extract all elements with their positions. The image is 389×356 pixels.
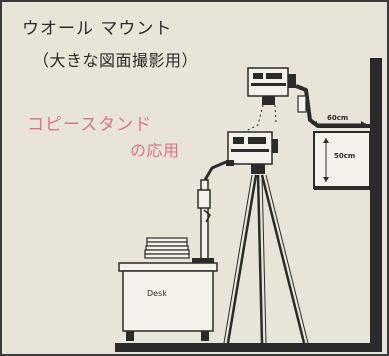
floor <box>115 343 382 352</box>
dimension-horizontal-label: 60cm <box>327 114 349 122</box>
copy-stand-title: コピースタンド <box>27 115 153 135</box>
wall <box>370 58 382 350</box>
wall-mount-arm <box>295 84 370 128</box>
desk <box>118 262 218 341</box>
wall-camera <box>247 67 296 105</box>
copy-stand-column <box>192 160 227 263</box>
desk-label: Desk <box>147 289 167 298</box>
wall-mount-subtitle: （大きな図面撮影用） <box>33 51 199 70</box>
dimension-vertical-label: 50cm <box>334 152 356 160</box>
copy-stand-camera <box>226 131 278 174</box>
wall-mount-title: ウオール マウント <box>22 19 173 39</box>
document-stack <box>144 237 190 259</box>
tripod <box>223 174 309 344</box>
wall-camera-light <box>243 104 277 133</box>
wall-shelf <box>312 121 371 190</box>
copy-stand-subtitle: の応用 <box>130 141 180 160</box>
